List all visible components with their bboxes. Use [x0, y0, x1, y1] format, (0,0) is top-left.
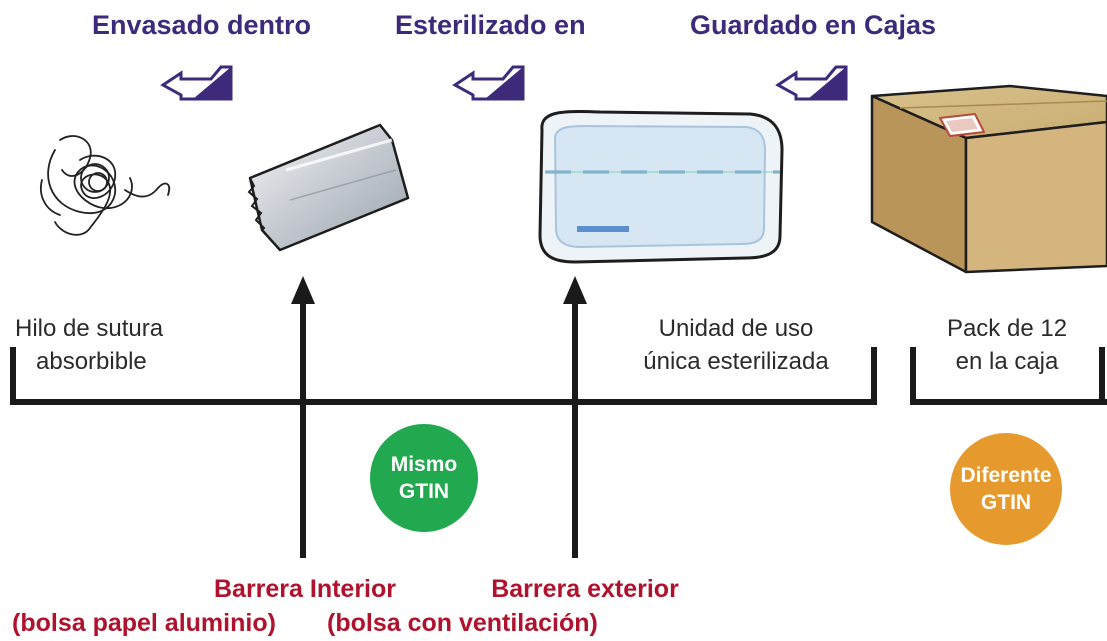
barrier-arrow-outer [563, 276, 587, 558]
caption-suture: Hilo de sutura absorbible [15, 312, 163, 378]
different-gtin-badge: Diferente GTIN [950, 433, 1062, 545]
caption-suture-line2: absorbible [36, 348, 147, 375]
vented-pouch-icon [538, 109, 784, 264]
barrier-outer-line1: Barrera exterior [491, 575, 679, 603]
caption-pack: Pack de 12 en la caja [932, 312, 1082, 378]
caption-unit: Unidad de uso única esterilizada [621, 312, 851, 378]
different-gtin-line1: Diferente [960, 464, 1052, 487]
same-gtin-line1: Mismo [390, 453, 458, 476]
step-title-boxed: Guardado en Cajas [690, 10, 937, 40]
suture-thread-icon [40, 135, 171, 236]
barrier-inner-line2: (bolsa papel aluminio) [12, 609, 276, 637]
same-gtin-line2: GTIN [398, 480, 450, 503]
barrier-inner-sublabel: (bolsa papel aluminio) [12, 606, 276, 640]
caption-unit-line1: Unidad de uso [658, 315, 814, 342]
step-title-packaged: Envasado dentro [92, 10, 312, 40]
same-gtin-badge: Mismo GTIN [370, 424, 478, 532]
diagonal-arrow-icon [775, 65, 848, 101]
caption-pack-line2: en la caja [955, 348, 1059, 375]
foil-pouch-icon [247, 123, 410, 252]
cardboard-box-icon [870, 84, 1107, 274]
caption-suture-line1: Hilo de sutura [15, 315, 164, 342]
diagonal-arrow-icon [452, 65, 525, 101]
barrier-arrow-inner [291, 276, 315, 558]
caption-pack-line1: Pack de 12 [946, 315, 1068, 342]
barrier-outer-label: Barrera exterior [460, 572, 710, 606]
diagonal-arrow-icon [160, 65, 233, 101]
caption-unit-line2: única esterilizada [643, 348, 829, 375]
barrier-outer-line2: (bolsa con ventilación) [327, 609, 598, 637]
barrier-inner-label: Barrera Interior [170, 572, 440, 606]
step-title-sterilized: Esterilizado en [395, 10, 586, 40]
barrier-inner-line1: Barrera Interior [213, 575, 397, 603]
timeline-line [10, 347, 1107, 405]
barrier-outer-sublabel: (bolsa con ventilación) [327, 606, 598, 640]
different-gtin-line2: GTIN [980, 491, 1032, 514]
